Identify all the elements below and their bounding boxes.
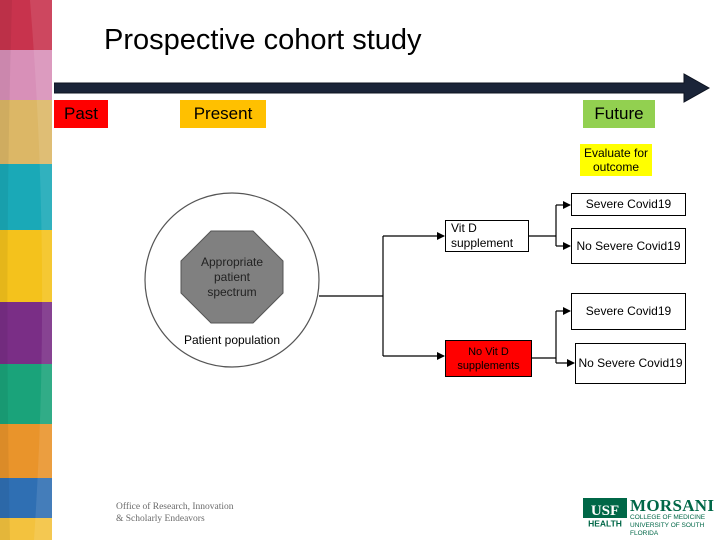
morsani-logo: MORSANI COLLEGE OF MEDICINE UNIVERSITY O…	[630, 497, 720, 538]
no-severe-covid-box-1: No Severe Covid19	[571, 228, 686, 264]
appropriate-spectrum-octagon	[180, 230, 284, 324]
stripe-red	[0, 0, 52, 50]
timeline-future-label: Future	[583, 100, 655, 128]
usf-health-logo: USF HEALTH	[583, 498, 627, 528]
vitd-supplement-box: Vit D supplement	[445, 220, 529, 252]
stripe-gold	[0, 518, 52, 540]
office-line-1: Office of Research, Innovation	[116, 502, 234, 512]
timeline-past-label: Past	[54, 100, 108, 128]
stripe-curve-overlay	[0, 0, 52, 540]
timeline-arrow	[54, 73, 710, 103]
timeline-present-label: Present	[180, 100, 266, 128]
stripe-purple	[0, 302, 52, 364]
college-of-medicine-text: COLLEGE OF MEDICINE	[630, 514, 706, 521]
stripe-pink	[0, 50, 52, 100]
no-vitd-supplement-box: No Vit D supplements	[445, 340, 532, 377]
appropriate-spectrum-label: Appropriate patient spectrum	[200, 255, 264, 299]
patient-population-label: Patient population	[183, 333, 281, 347]
stripe-tan	[0, 100, 52, 164]
health-logo-text: HEALTH	[588, 519, 622, 529]
severe-covid-box-1: Severe Covid19	[571, 193, 686, 216]
stripe-blue	[0, 478, 52, 518]
stripe-green	[0, 364, 52, 424]
stripe-yellow	[0, 230, 52, 302]
severe-covid-box-2: Severe Covid19	[571, 293, 686, 330]
stripe-teal	[0, 164, 52, 230]
office-footer-text: Office of Research, Innovation & Scholar…	[116, 501, 233, 525]
university-text: UNIVERSITY OF SOUTH FLORIDA	[630, 522, 705, 537]
no-severe-covid-box-2: No Severe Covid19	[575, 343, 686, 384]
evaluate-outcome-label: Evaluate for outcome	[580, 144, 652, 176]
decorative-stripe-bar	[0, 0, 52, 540]
stripe-orange	[0, 424, 52, 478]
usf-logo-text: USF	[591, 503, 619, 519]
slide-title: Prospective cohort study	[104, 24, 422, 56]
office-line-2: & Scholarly Endeavors	[116, 514, 205, 524]
morsani-wordmark: MORSANI	[630, 496, 715, 515]
